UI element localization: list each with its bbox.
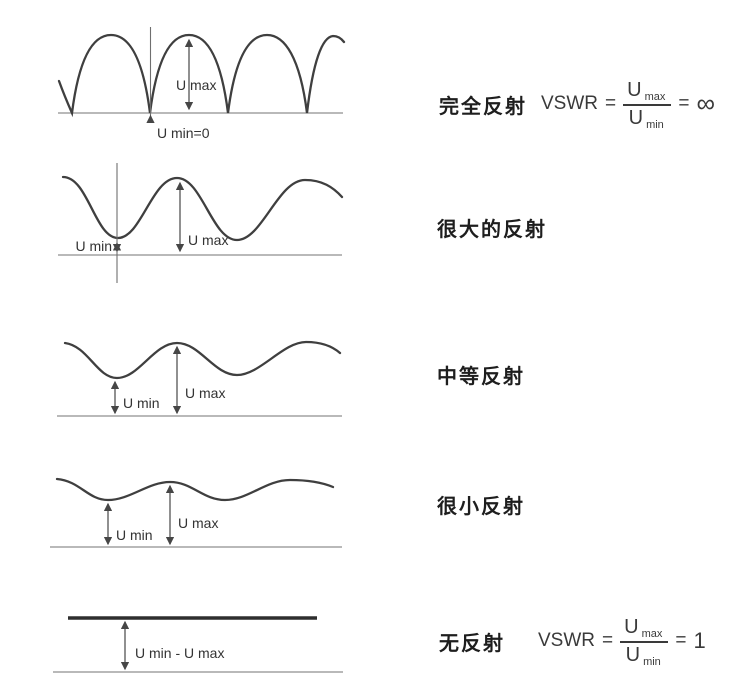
umax-label: U max — [178, 515, 218, 531]
range-label: U min - U max — [135, 645, 224, 661]
umax-label: U max — [185, 385, 225, 401]
waveform-row-small-reflection: U min U max — [50, 477, 342, 548]
umax-label: U max — [188, 232, 228, 248]
caption-large-reflection: 很大的反射 — [437, 214, 547, 241]
waveform-row-medium-reflection: U min U max — [57, 340, 342, 417]
reflection-label: 无反射 — [439, 632, 505, 655]
equals-sign: = — [678, 93, 690, 114]
umin-label: U min — [75, 238, 112, 254]
reflection-label: 完全反射 — [439, 95, 527, 118]
waveform-row-full-reflection: U max U min=0 — [57, 27, 346, 141]
standing-wave-curve — [55, 477, 335, 502]
reflection-label: 很大的反射 — [437, 218, 547, 241]
standing-wave-curve — [63, 340, 342, 380]
reflection-label: 中等反射 — [437, 365, 525, 388]
unity-value: 1 — [693, 628, 706, 653]
umin-label: U min — [116, 527, 153, 543]
equals-sign: = — [675, 630, 687, 651]
caption-medium-reflection: 中等反射 — [437, 361, 525, 388]
formula-name: VSWR — [541, 93, 598, 114]
equals-sign: = — [605, 93, 617, 114]
equals-sign: = — [602, 630, 614, 651]
umin-label: U min=0 — [157, 125, 210, 141]
waveform-row-no-reflection: U min - U max — [53, 616, 343, 673]
formula-name: VSWR — [538, 630, 595, 651]
reflection-label: 很小反射 — [437, 495, 525, 518]
caption-small-reflection: 很小反射 — [437, 491, 525, 518]
umax-label: U max — [176, 77, 216, 93]
standing-wave-curve — [57, 33, 346, 118]
infinity-value: ∞ — [696, 88, 715, 118]
waveform-row-large-reflection: U min U max — [58, 163, 344, 283]
umin-label: U min — [123, 395, 160, 411]
standing-wave-curve — [61, 175, 344, 242]
